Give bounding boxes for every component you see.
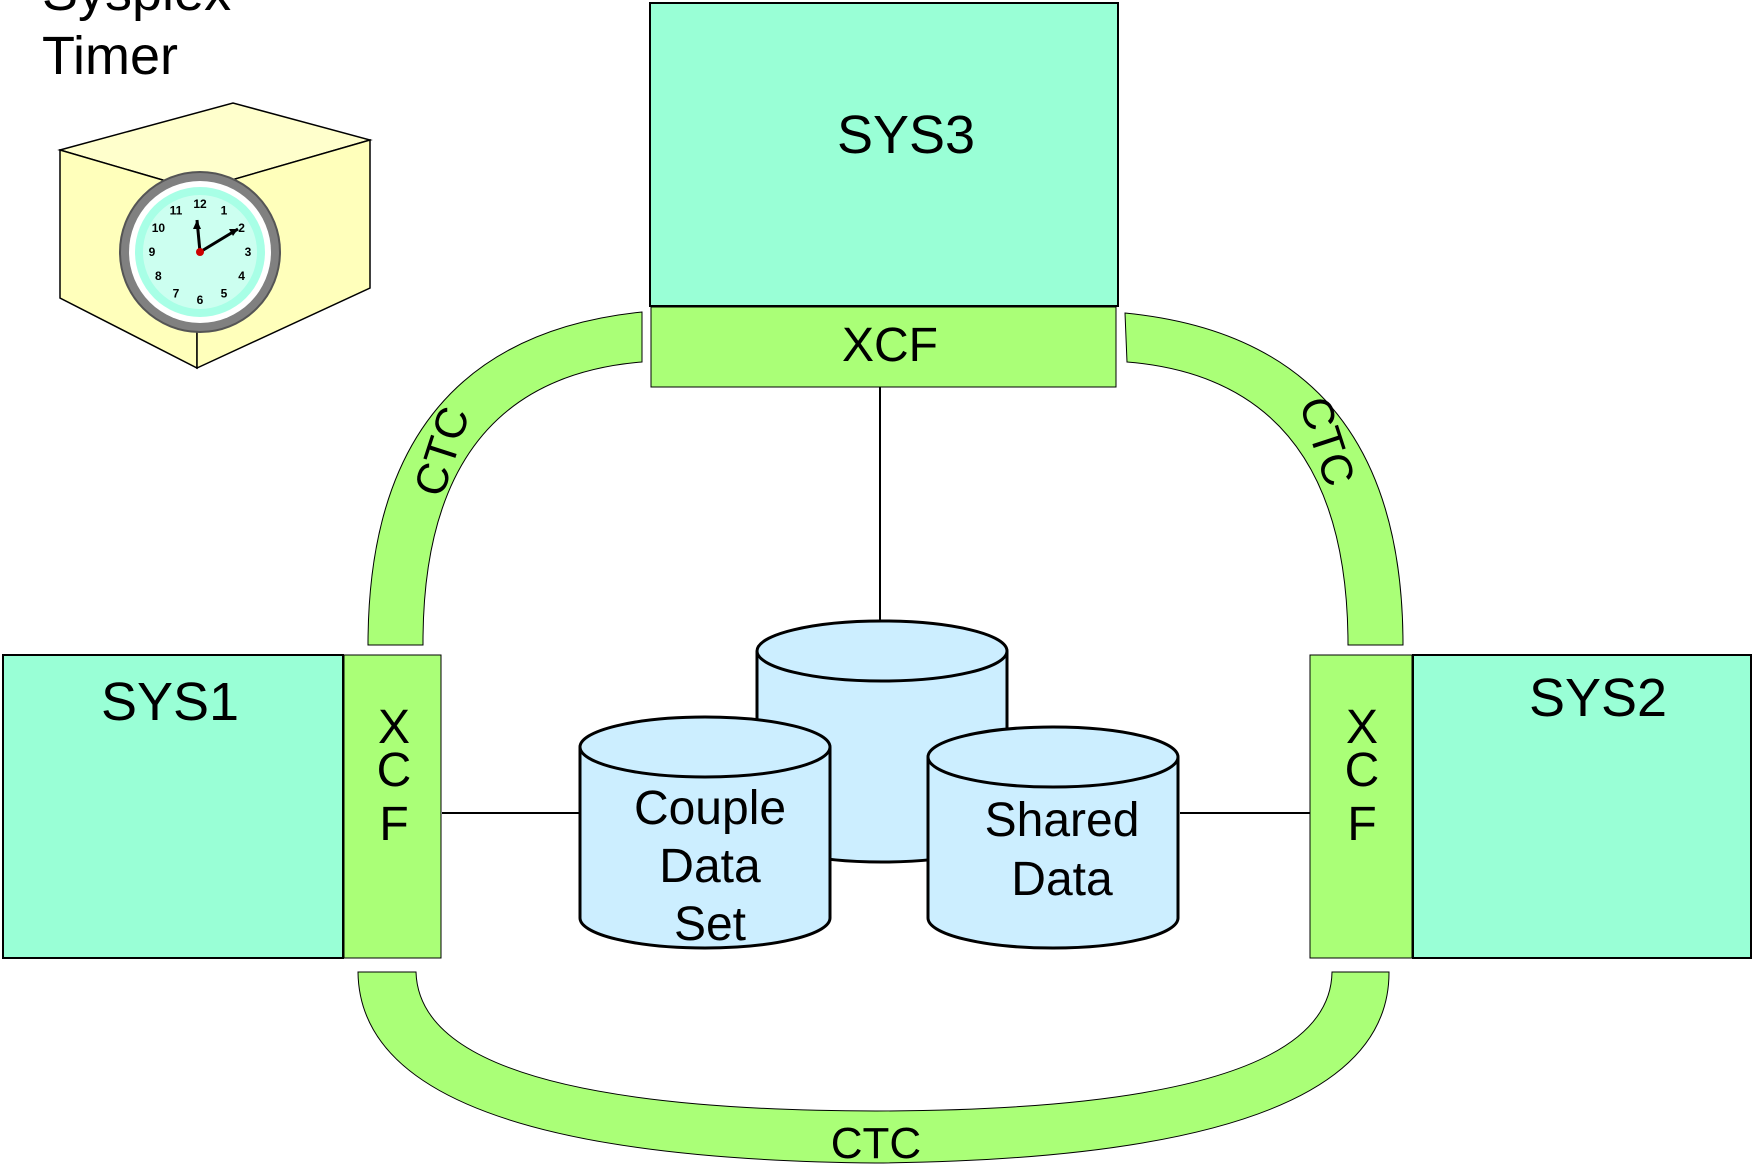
ctc-link-left: CTC	[367, 311, 643, 646]
xcf-right-letter-f: F	[1347, 798, 1376, 851]
xcf-sys3: XCF	[650, 306, 1117, 388]
sys3-label: SYS3	[837, 105, 975, 165]
clock-number: 3	[245, 245, 252, 259]
clock-number: 2	[238, 221, 245, 235]
shared-data-line1: Shared	[985, 794, 1140, 847]
system-sys1: SYS1	[2, 654, 344, 959]
clock-number: 6	[197, 293, 204, 307]
shared-data-line2: Data	[1011, 853, 1113, 906]
disk-shared-data: Shared Data	[926, 725, 1180, 950]
xcf-right-letter-c: C	[1345, 744, 1380, 797]
xcf-right-letter-x: X	[1346, 701, 1378, 754]
system-sys2: SYS2	[1412, 654, 1752, 959]
couple-data-set-line1: Couple	[634, 782, 786, 835]
clock-number: 10	[152, 221, 166, 235]
xcf-sys2: X C F	[1309, 654, 1413, 959]
disk-couple-data-set: Couple Data Set	[578, 715, 832, 951]
sys2-label: SYS2	[1529, 668, 1667, 728]
xcf-left-letter-x: X	[378, 701, 410, 754]
ctc-label-bottom: CTC	[831, 1119, 921, 1168]
couple-data-set-line2: Data	[659, 840, 761, 893]
clock-number: 4	[238, 269, 245, 283]
system-sys3: SYS3	[649, 2, 1119, 307]
xcf-sys1: X C F	[343, 654, 442, 959]
xcf-left-letter-f: F	[379, 798, 408, 851]
xcf-top-label: XCF	[842, 319, 938, 372]
clock-number: 9	[149, 245, 156, 259]
connector-lines	[442, 386, 1310, 814]
ctc-link-right: CTC	[1124, 312, 1404, 646]
clock-number: 12	[193, 197, 207, 211]
couple-data-set-line3: Set	[674, 898, 746, 951]
ctc-link-bottom: CTC	[357, 971, 1390, 1168]
xcf-left-letter-c: C	[377, 744, 412, 797]
sys1-label: SYS1	[101, 672, 239, 732]
clock-number: 1	[221, 203, 228, 217]
timer-title-line1: Sysplex	[42, 0, 231, 22]
timer-title-line2: Timer	[42, 26, 178, 86]
clock-number: 5	[221, 287, 228, 301]
clock-number: 8	[155, 269, 162, 283]
clock-number: 7	[173, 287, 180, 301]
clock-number: 11	[170, 203, 183, 217]
